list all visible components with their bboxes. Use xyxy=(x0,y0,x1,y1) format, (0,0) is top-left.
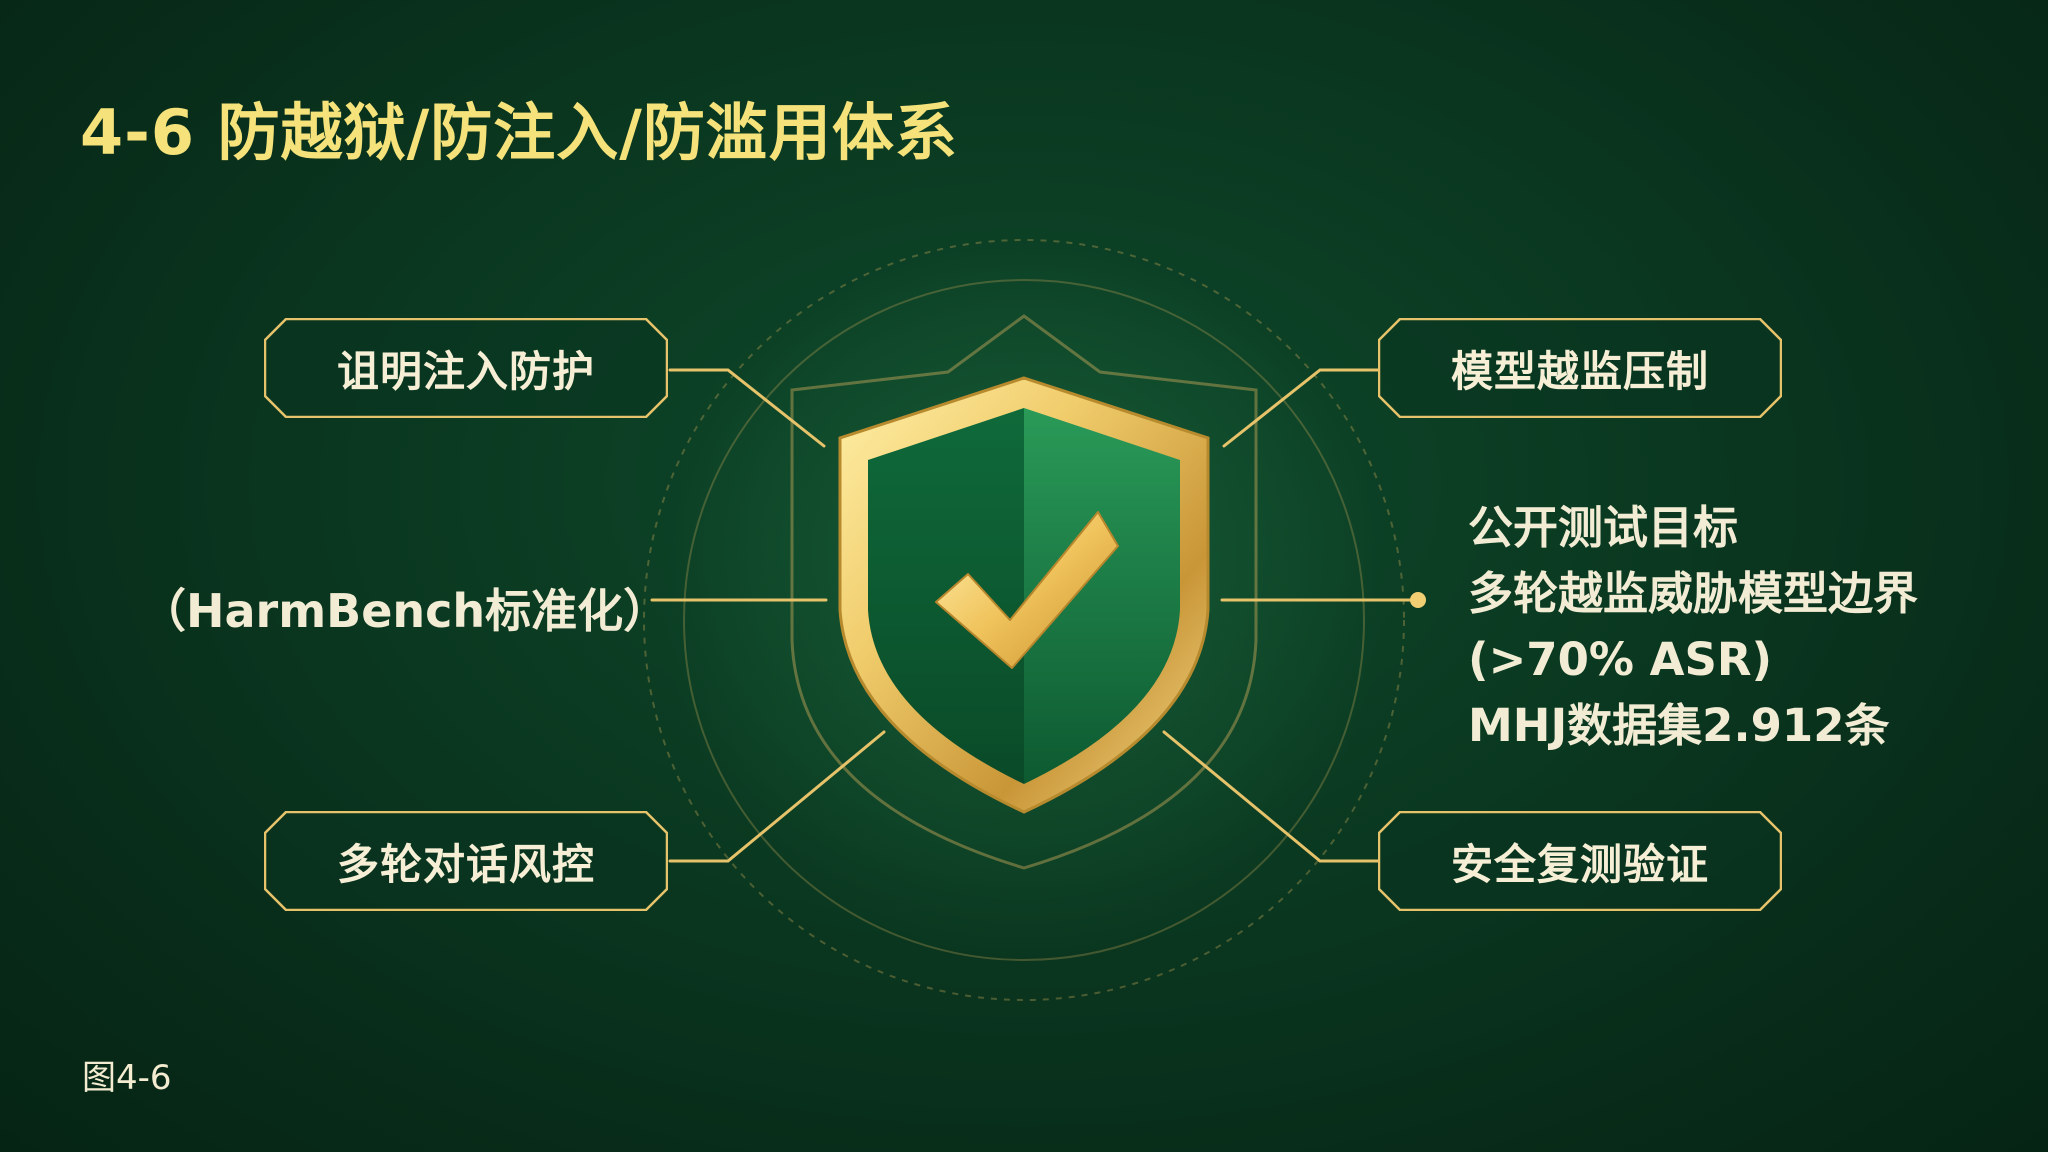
box-top-right: 模型越监压制 xyxy=(1378,318,1782,418)
right-notes: 公开测试目标 多轮越监威胁模型边界 (>70% ASR) MHJ数据集2.912… xyxy=(1468,495,1918,759)
connector-bottom-right xyxy=(1162,730,1380,863)
right-note-2: 多轮越监威胁模型边界 xyxy=(1468,567,1919,620)
right-note-3: (>70% ASR) xyxy=(1468,633,1773,686)
figure-label: 图4-6 xyxy=(82,1058,172,1098)
check-mark xyxy=(935,511,1119,669)
box-label-bottom-left: 多轮对话风控 xyxy=(336,839,595,889)
box-label-bottom-right: 安全复测验证 xyxy=(1450,839,1709,889)
outer-dashed-ring xyxy=(643,239,1405,1001)
connector-top-left xyxy=(668,368,826,448)
shield-check-icon xyxy=(838,376,1210,814)
box-bottom-left: 多轮对话风控 xyxy=(264,811,668,911)
box-label-top-right: 模型越监压制 xyxy=(1450,346,1709,396)
connector-bottom-left xyxy=(668,730,886,863)
box-top-left: 诅明注入防护 xyxy=(264,318,668,418)
box-label-top-left: 诅明注入防护 xyxy=(336,346,595,396)
left-note: （HarmBench标准化） xyxy=(140,584,670,638)
inner-ring xyxy=(683,279,1365,961)
connector-top-right xyxy=(1222,368,1380,448)
right-note-1: 公开测试目标 xyxy=(1468,501,1739,554)
outer-shield-outline xyxy=(790,314,1258,870)
shield-inner-right xyxy=(1024,408,1180,784)
connector-right-dot xyxy=(1410,592,1426,608)
box-bottom-right: 安全复测验证 xyxy=(1378,811,1782,911)
page-title: 4-6 防越狱/防注入/防滥用体系 xyxy=(80,96,958,169)
right-note-4: MHJ数据集2.912条 xyxy=(1468,699,1890,752)
